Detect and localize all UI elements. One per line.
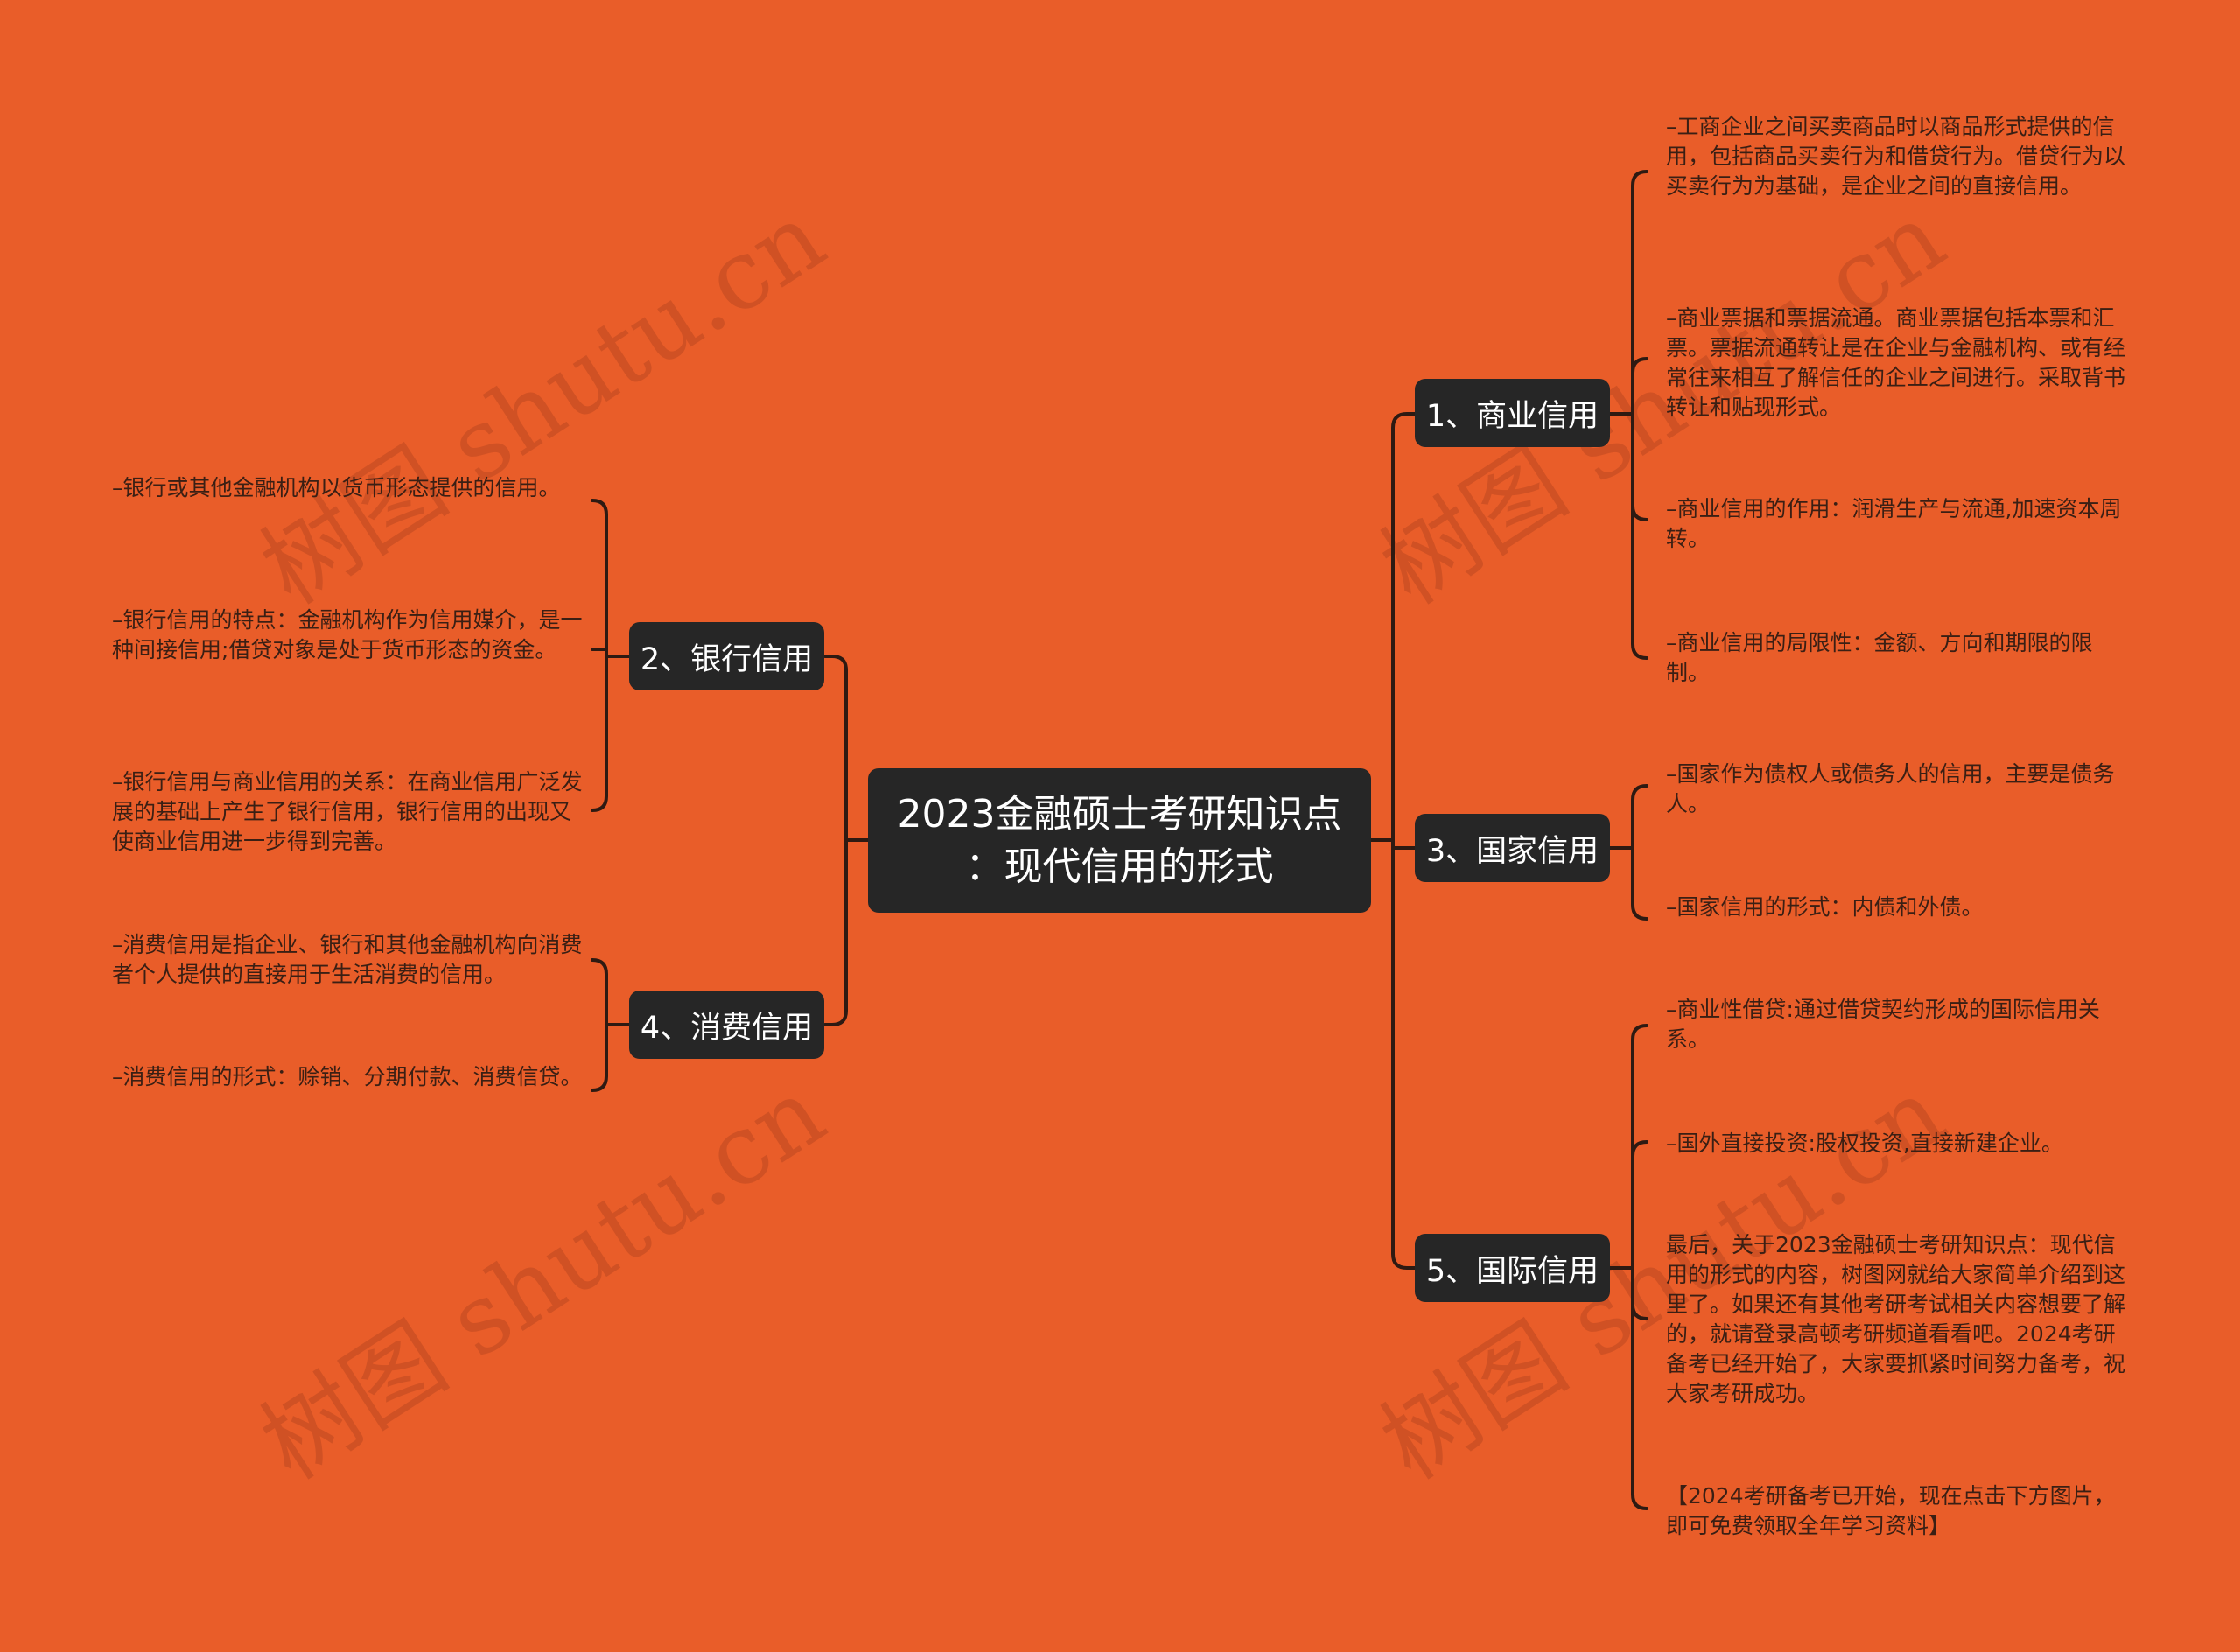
branch-label: 5、国际信用 [1425, 1253, 1600, 1289]
root-title-line2: ：现代信用的形式 [965, 844, 1274, 889]
branch-label: 2、银行信用 [640, 641, 814, 677]
branch-node-international-credit[interactable]: 5、国际信用 [1415, 1234, 1610, 1302]
leaf-text[interactable]: –国家作为债权人或债务人的信用，主要是债务人。 [1666, 761, 2115, 816]
leaf-text[interactable]: –消费信用是指企业、银行和其他金融机构向消费者个人提供的直接用于生活消费的信用。 [112, 932, 583, 987]
promo-link[interactable]: 【2024考研备考已开始，现在点击下方图片，即可免费领取全年学习资料】 [1666, 1483, 2116, 1538]
leaf-text[interactable]: –工商企业之间买卖商品时以商品形式提供的信用，包括商品买卖行为和借贷行为。借贷行… [1666, 114, 2126, 199]
leaf-text[interactable]: –消费信用的形式：赊销、分期付款、消费信贷。 [112, 1064, 583, 1089]
branch-label: 1、商业信用 [1425, 398, 1600, 434]
leaf-text[interactable]: –银行信用与商业信用的关系：在商业信用广泛发展的基础上产生了银行信用，银行信用的… [112, 769, 583, 854]
branch-node-state-credit[interactable]: 3、国家信用 [1415, 814, 1610, 882]
root-title-line1: 2023金融硕士考研知识点 [897, 791, 1342, 836]
branch-node-commercial-credit[interactable]: 1、商业信用 [1415, 379, 1610, 447]
leaf-text[interactable]: –商业性借贷:通过借贷契约形成的国际信用关系。 [1666, 997, 2100, 1052]
branch-label: 3、国家信用 [1425, 833, 1600, 869]
leaf-text[interactable]: –商业信用的局限性：金额、方向和期限的限制。 [1666, 630, 2093, 685]
leaf-text[interactable]: –商业票据和票据流通。商业票据包括本票和汇票。票据流通转让是在企业与金融机构、或… [1666, 305, 2126, 420]
branch-label: 4、消费信用 [640, 1010, 814, 1046]
leaf-text[interactable]: –国家信用的形式：内债和外债。 [1666, 894, 1984, 920]
branch-node-consumer-credit[interactable]: 4、消费信用 [629, 990, 824, 1059]
leaf-text[interactable]: –银行或其他金融机构以货币形态提供的信用。 [112, 475, 561, 500]
leaf-text[interactable]: –国外直接投资:股权投资,直接新建企业。 [1666, 1130, 2063, 1156]
root-node[interactable]: 2023金融硕士考研知识点 ：现代信用的形式 [868, 768, 1371, 913]
leaf-text[interactable]: –银行信用的特点：金融机构作为信用媒介，是一种间接信用;借贷对象是处于货币形态的… [112, 607, 583, 662]
branch-node-bank-credit[interactable]: 2、银行信用 [629, 622, 824, 690]
leaf-text[interactable]: –商业信用的作用：润滑生产与流通,加速资本周转。 [1666, 496, 2122, 551]
leaf-text[interactable]: 最后，关于2023金融硕士考研知识点：现代信用的形式的内容，树图网就给大家简单介… [1666, 1232, 2126, 1406]
